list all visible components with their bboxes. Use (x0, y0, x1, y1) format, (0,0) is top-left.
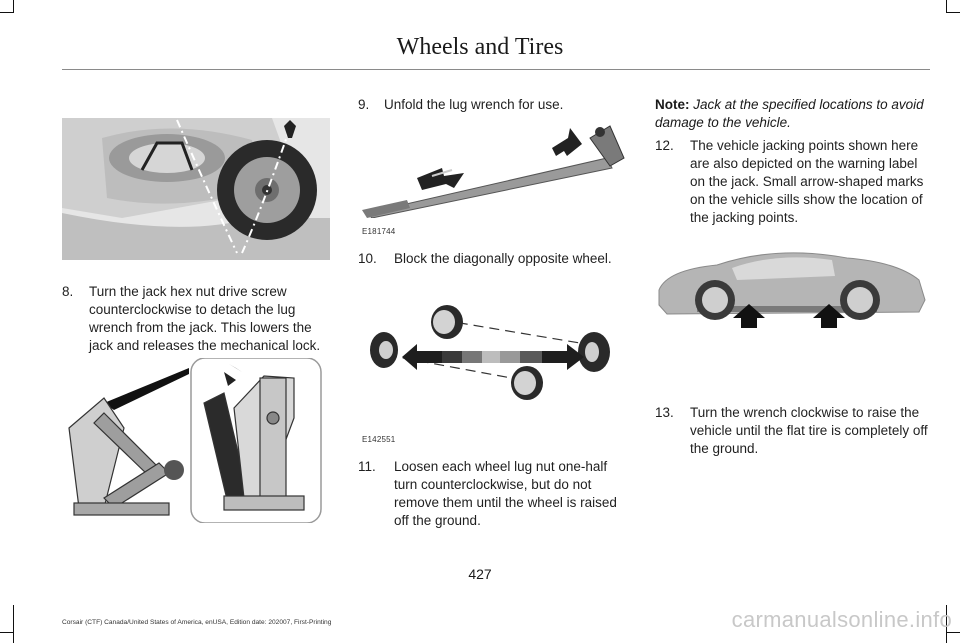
step-number: 9. (358, 97, 370, 112)
page-title: Wheels and Tires (396, 34, 564, 60)
step-number: 8. (62, 284, 74, 299)
crop-mark (0, 632, 14, 633)
step-text: Turn the wrench clockwise to raise the v… (690, 405, 928, 456)
note: Note: Jack at the specified locations to… (655, 96, 930, 132)
step-text: Loosen each wheel lug nut one-half turn … (394, 459, 617, 528)
crop-mark (0, 12, 14, 13)
step-text: The vehicle jacking points shown here ar… (690, 138, 924, 225)
jack-illustration (64, 358, 322, 523)
step-text: Block the diagonally opposite wheel. (394, 251, 612, 266)
step-number: 11. (358, 459, 376, 474)
crop-mark (13, 0, 14, 13)
crop-mark (946, 632, 960, 633)
edition-footer: Corsair (CTF) Canada/United States of Am… (62, 619, 332, 626)
step-13: 13. Turn the wrench clockwise to raise t… (655, 404, 930, 458)
step-11: 11. Loosen each wheel lug nut one-half t… (358, 458, 633, 530)
step-number: 10. (358, 251, 377, 266)
lug-wrench-illustration (362, 118, 632, 218)
crop-mark (946, 605, 947, 643)
step-text: Turn the jack hex nut drive screw counte… (89, 284, 321, 353)
jacking-points-illustration (657, 240, 927, 340)
step-8: 8. Turn the jack hex nut drive screw cou… (62, 283, 337, 355)
header-rule (62, 69, 930, 70)
figure-code: E181744 (362, 227, 396, 236)
step-9: 9. Unfold the lug wrench for use. (358, 96, 633, 114)
step-10: 10. Block the diagonally opposite wheel. (358, 250, 633, 268)
watermark: carmanualsonline.info (731, 607, 952, 632)
note-text: Jack at the specified locations to avoid… (655, 97, 924, 130)
crop-mark (946, 0, 947, 13)
figure-code: E142551 (362, 435, 396, 444)
spare-wheel-illustration (62, 118, 330, 260)
page-number: 427 (468, 566, 492, 582)
crop-mark (946, 12, 960, 13)
wheel-icons (370, 305, 610, 400)
crop-mark (13, 605, 14, 643)
wheel-block-diagram (362, 290, 632, 420)
note-label: Note: (655, 97, 690, 112)
step-12: 12. The vehicle jacking points shown her… (655, 137, 930, 227)
step-text: Unfold the lug wrench for use. (384, 97, 564, 112)
step-number: 12. (655, 138, 674, 153)
step-number: 13. (655, 405, 674, 420)
